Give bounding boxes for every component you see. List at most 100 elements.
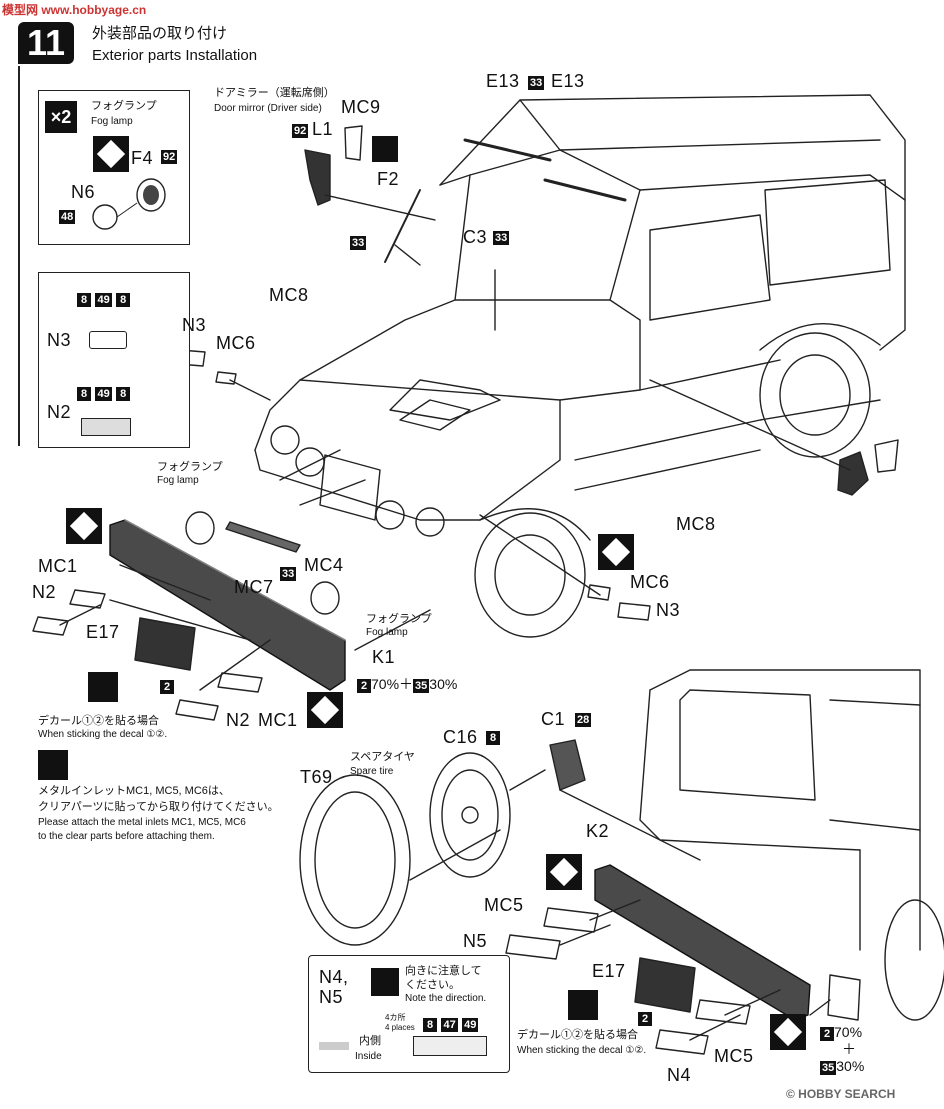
part-l1: L1: [312, 119, 334, 139]
color-f4-num: 92: [161, 150, 178, 164]
color-diamond-icon-rear: [546, 854, 582, 890]
n3-colors: 8 49 8: [77, 291, 131, 307]
n45-color-3: 49: [462, 1018, 479, 1032]
mc7-color-num: 33: [280, 567, 297, 581]
brand-logo-icon-rear: [568, 990, 598, 1020]
note-en-2: to the clear parts before attaching them…: [38, 831, 215, 842]
k2-color-pct-a: 70%: [834, 1024, 863, 1040]
foglamp-box: ×2 フォグランプ Fog lamp F4 92 N6 48: [38, 90, 190, 245]
step-title-jp: 外装部品の取り付け: [92, 25, 228, 42]
plate-n2: N2: [47, 402, 72, 422]
n45-title-b: N5: [319, 987, 344, 1007]
mc7-color: 33: [280, 565, 297, 581]
color-diamond-icon: [93, 136, 129, 172]
k2-color-b: 35: [820, 1061, 837, 1075]
k2-color-pct-b: 30%: [836, 1058, 865, 1074]
caution-icon-n45: [371, 968, 399, 996]
k1-color-a: 2: [357, 679, 371, 693]
mirror-driver-en: Door mirror (Driver side): [214, 103, 322, 114]
part-mc5-bottom: MC5: [714, 1046, 754, 1066]
note-jp-2: クリアパーツに貼ってから取り付けてください。: [38, 801, 279, 813]
n3-color-1: 8: [77, 293, 91, 307]
plate-n3: N3: [47, 330, 72, 350]
part-mc7: MC7: [234, 577, 274, 597]
c1-color-num: 28: [575, 713, 592, 727]
color-diamond-icon-front-right: [598, 534, 634, 570]
foglamp-name-jp: フォグランプ: [91, 100, 157, 112]
watermark-top-text: 模型网 www.hobbyage.cn: [2, 3, 147, 17]
part-mc6-left: MC6: [216, 333, 256, 353]
color-diamond-icon-front-left: [66, 508, 102, 544]
multiplier-badge: ×2: [45, 101, 77, 133]
part-k1: K1: [372, 647, 396, 667]
n45-plate-icon: [413, 1036, 487, 1056]
part-n3-right: N3: [656, 600, 681, 620]
left-rule: [18, 66, 20, 446]
fog-front-jp: フォグランプ: [157, 461, 223, 473]
part-n2-left: N2: [32, 582, 57, 602]
decal-rear-en: When sticking the decal ①②.: [517, 1045, 647, 1056]
n2-color-3: 8: [116, 387, 131, 401]
part-n6: N6: [71, 182, 96, 202]
n45-inside-en: Inside: [355, 1051, 382, 1062]
step-number-text: 11: [26, 22, 66, 63]
n45-places-en: 4 places: [385, 1023, 415, 1032]
n2-plate-icon: [81, 418, 131, 436]
spare-en: Spare tire: [350, 766, 394, 777]
n2-color-1: 8: [77, 387, 91, 401]
decal-front-en: When sticking the decal ①②.: [38, 729, 168, 740]
foglamp-name-en: Fog lamp: [91, 116, 133, 127]
decal-num-front-text: 2: [160, 680, 174, 694]
part-n2-bottom: N2: [226, 710, 251, 730]
decal-rear-jp: デカール①②を貼る場合: [517, 1029, 638, 1041]
mirror-driver-color: 92: [292, 122, 309, 138]
part-c3: C3: [463, 227, 488, 247]
part-e13-a: E13: [486, 71, 520, 91]
k2-plus: ＋: [842, 1041, 856, 1057]
decal-num-rear: 2: [638, 1010, 652, 1026]
color-diamond-icon-rear-bottom: [770, 1014, 806, 1050]
decal-num-front: 2: [160, 678, 174, 694]
c16-color: 8: [486, 729, 500, 745]
c3-color: 33: [493, 229, 510, 245]
plate-box: 8 49 8 N3 8 49 8 N2: [38, 272, 190, 448]
part-mc6-right: MC6: [630, 572, 670, 592]
k1-color-pct-a: 70%＋: [371, 676, 414, 692]
part-k2: K2: [586, 821, 610, 841]
part-c1: C1: [541, 709, 566, 729]
k1-color-b: 35: [413, 679, 430, 693]
part-mc5: MC5: [484, 895, 524, 915]
n2-color-2: 49: [95, 387, 112, 401]
fog-front-en: Fog lamp: [157, 475, 199, 486]
part-mc9: MC9: [341, 97, 381, 117]
k2-color-a: 2: [820, 1027, 834, 1041]
n45-inside-jp: 内側: [359, 1035, 381, 1047]
part-f4: F4: [131, 148, 154, 168]
n45-color-1: 8: [423, 1018, 437, 1032]
part-mc1-bottom: MC1: [258, 710, 298, 730]
multiplier-text: ×2: [50, 107, 72, 127]
caution-icon: [38, 750, 68, 780]
wiper-color-num: 33: [528, 76, 545, 90]
n3-plate-icon: [89, 331, 127, 349]
note-jp-1: メタルインレットMC1, MC5, MC6は、: [38, 785, 230, 797]
part-mc8-side: MC8: [676, 514, 716, 534]
part-n3-left: N3: [182, 315, 207, 335]
wiper-color: 33: [528, 74, 545, 90]
f2-color: 33: [350, 234, 367, 250]
part-f2: F2: [377, 169, 400, 189]
mirror-driver-jp: ドアミラー（運転席側）: [214, 87, 335, 99]
decal-front-jp: デカール①②を貼る場合: [38, 715, 159, 727]
part-mc8-top: MC8: [269, 285, 309, 305]
color-n6-num: 48: [59, 210, 76, 224]
n3-color-3: 8: [116, 293, 131, 307]
color-n6: 48: [59, 208, 76, 224]
n45-box: N4, N5 向きに注意して ください。 Note the direction.…: [308, 955, 510, 1073]
c3-color-num: 33: [493, 231, 510, 245]
